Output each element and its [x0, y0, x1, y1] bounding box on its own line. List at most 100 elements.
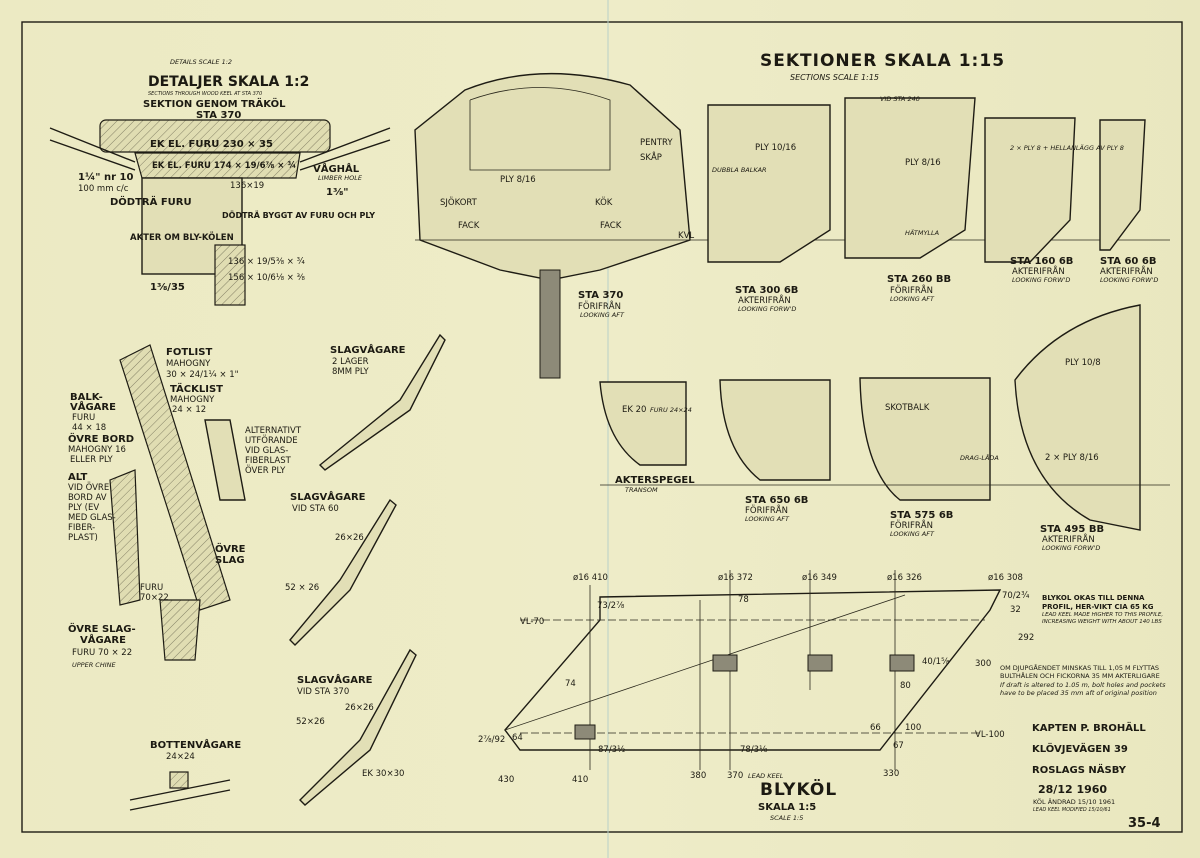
- drawing-label: PENTRY: [640, 138, 673, 148]
- drawing-label: 52×26: [296, 717, 325, 727]
- label: VÅGHÅL: [313, 162, 360, 175]
- sections: SEKTIONER SKALA 1:15 SECTIONS SCALE 1:15…: [414, 51, 1170, 552]
- drawing-label: 66: [870, 723, 881, 733]
- drawing-label: 370: [727, 771, 743, 781]
- label: 156 × 10/6⅛ × ⅜: [228, 273, 305, 283]
- drawing-label: 2 LAGER: [332, 357, 369, 367]
- drawing-label: AKTERIFRÅN: [738, 294, 791, 306]
- drawing-stroke: BLYKÖL ÖKAS TILL DENNA PROFIL, HER-VIKT …: [1042, 594, 1163, 625]
- drawing-label: 70×22: [140, 593, 169, 603]
- drawing-label: 2 × PLY 8 + HELLANLÄGG AV PLY 8: [1010, 143, 1124, 152]
- drawing-stroke: [49, 127, 391, 171]
- drawing-label: SKOTBALK: [885, 403, 930, 413]
- drawing-label: SLAGVÅGARE: [297, 673, 373, 686]
- drawing-label: ALT: [68, 472, 87, 483]
- hull-section-575: [859, 377, 991, 501]
- drawing-label: SLAG: [215, 555, 245, 566]
- hull-section-300: [707, 104, 831, 263]
- drawing-label: UTFÖRANDE: [245, 435, 298, 446]
- drawing-label: FURU 24×24: [650, 406, 692, 414]
- drawing-label: UPPER CHINE: [72, 661, 116, 669]
- drawing-label: FURU: [72, 413, 95, 423]
- drawing-label: PLY 10/16: [755, 143, 796, 153]
- drawing-label: VID GLAS-: [245, 446, 288, 456]
- drawing-label: 78: [738, 595, 749, 605]
- drawing-label: 24×24: [166, 752, 195, 762]
- drawing-label: VID STA 370: [297, 687, 349, 697]
- drawing-label: VID STA 240: [880, 95, 920, 103]
- drawing-label: 74: [565, 679, 576, 689]
- drawing-label: HÄTMYLLA: [905, 228, 939, 237]
- revision-en: LEAD KEEL MODIFIED 15/10/61: [1033, 807, 1111, 813]
- label: 136×19: [230, 181, 264, 191]
- drawing-label: 44 × 18: [72, 423, 106, 433]
- drawing-number: 35-4: [1128, 816, 1161, 831]
- station-label: STA 495 BB: [1040, 524, 1104, 535]
- drawing-label: 26×26: [335, 533, 364, 543]
- label: AKTER OM BLY-KÖLEN: [130, 232, 234, 243]
- drawing-stroke: [169, 771, 189, 789]
- drawing-label: PLY (EV: [68, 503, 99, 513]
- drawing-label: ÖVER PLY: [245, 465, 286, 476]
- hull-section-260: [844, 97, 976, 259]
- drawing-label: AKTERIFRÅN: [1042, 533, 1095, 545]
- date: 28/12 1960: [1038, 783, 1107, 796]
- drawing-label: VID ÖVRE: [68, 482, 109, 493]
- drawing-label: ø16 349: [802, 573, 837, 583]
- label: DÖDTRÄ FURU: [110, 194, 192, 208]
- drawing-label: FÖRIFRÅN: [578, 300, 621, 312]
- revision: KÖL ÄNDRAD 15/10 1961: [1033, 797, 1115, 806]
- chine-details: SLAGVÅGARE 2 LAGER 8MM PLY ALTERNATIVT U…: [129, 333, 446, 811]
- drawing-label: PLY 8/16: [905, 158, 941, 168]
- drawing-label: PLAST): [68, 533, 98, 543]
- drawing-label: SKALA 1:5: [758, 802, 816, 813]
- drawing-label: ø16 308: [988, 573, 1023, 583]
- drawing-stroke: [574, 724, 596, 740]
- drawing-label: MED GLAS-: [68, 513, 116, 523]
- drawing-label: AKTERSPEGEL: [615, 475, 695, 486]
- drawing-label: ELLER PLY: [70, 455, 114, 465]
- drawing-stroke: [318, 333, 446, 471]
- note-sv-1: BLYKÖL ÖKAS TILL DENNA PROFIL, HER-VIKT …: [1042, 594, 1154, 612]
- drawing-label: 2 × PLY 8/16: [1045, 453, 1099, 463]
- drawing-stroke: [204, 419, 246, 501]
- label: EK EL. FURU 174 × 19/6⅞ × ¾: [152, 161, 296, 171]
- drawing-stroke: [119, 344, 231, 611]
- lead-keel: VL-70 VL-100 430 410 380 370 330 ø16 410…: [478, 570, 1034, 822]
- station-label: STA 160 6B: [1010, 256, 1073, 267]
- keel-plank: [99, 119, 331, 153]
- station-label: STA 300 6B: [735, 285, 798, 296]
- sections-title: SEKTIONER SKALA 1:15: [760, 51, 1005, 71]
- label: 1¼" nr 10: [78, 171, 133, 183]
- drawing-label: 2⅞/92: [478, 735, 505, 745]
- drawing-stroke: [807, 654, 833, 672]
- hull-section-495: [1014, 304, 1141, 531]
- drawing-label: VL-70: [520, 617, 544, 627]
- note-sv-2: OM DJUPGÅENDET MINSKAS TILL 1,05 M FLYTT…: [1000, 664, 1160, 681]
- hull-section-650: [719, 379, 831, 481]
- drawing-stroke: [889, 654, 915, 672]
- drawing-label: PLY 10/8: [1065, 358, 1101, 368]
- station-label: STA 60 6B: [1100, 256, 1156, 267]
- drawing-label: LOOKING FORW'D: [1100, 276, 1158, 284]
- drawing-label: SJÖKORT: [440, 197, 478, 208]
- label: EK EL. FURU 230 × 35: [150, 139, 273, 150]
- drawing-label: FÖRIFRÅN: [890, 284, 933, 296]
- drawing-label: BOTTENVÅGARE: [150, 738, 241, 751]
- drawing-label: PLY 8/16: [500, 175, 536, 185]
- hull-section-370: [414, 72, 691, 281]
- details-note: SECTIONS THROUGH WOOD KEEL AT STA 370: [148, 91, 262, 97]
- drawing-label: MAHOGNY 16: [68, 445, 126, 455]
- drawing-label: LOOKING AFT: [745, 515, 790, 523]
- title-block: BLYKÖL ÖKAS TILL DENNA PROFIL, HER-VIKT …: [1000, 594, 1172, 831]
- drawing-label: FÖRIFRÅN: [745, 504, 788, 516]
- drawing-label: 8MM PLY: [332, 367, 370, 377]
- drawing-label: EK 30×30: [362, 769, 404, 779]
- drawing-label: FURU: [140, 583, 163, 593]
- drawing-label: TÄCKLIST: [170, 381, 223, 395]
- drawing-label: ø16 326: [887, 573, 922, 583]
- drawing-label: 30 × 24/1¼ × 1": [166, 370, 239, 380]
- drawing-stroke: OM DJUPGÅENDET MINSKAS TILL 1,05 M FLYTT…: [1000, 664, 1172, 698]
- drawing-stroke: [129, 779, 231, 811]
- note-en-2: If draft is altered to 1.05 m, bolt hole…: [1000, 680, 1166, 698]
